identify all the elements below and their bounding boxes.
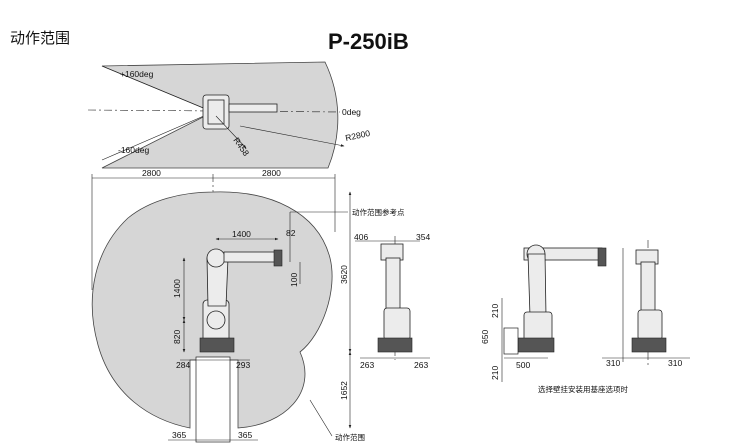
radius-outer-line [239, 125, 345, 147]
side-view: 2800 2800 动作范围参考点 1400 82 100 1400 820 2… [91, 168, 405, 443]
wall-mount-side-view: 210 650 210 500 选择壁挂安装用基座选项时 [480, 244, 628, 394]
base-right-label: 293 [236, 360, 250, 370]
front-view-foot [377, 337, 413, 353]
model-name: P-250iB [328, 29, 409, 54]
base-left-label: 284 [176, 360, 190, 370]
wall-dim-bottom-label: 210 [490, 366, 500, 380]
wall-front-base [637, 309, 663, 341]
wall-dim-right-label: 310 [668, 358, 682, 368]
base-height-label: 820 [172, 330, 182, 344]
front-right-offset-label: 354 [416, 232, 430, 242]
wall-front-foot [631, 337, 667, 353]
front-base-left-label: 263 [360, 360, 374, 370]
page-title: 动作范围 [10, 29, 71, 47]
pedestal-right-label: 365 [238, 430, 252, 440]
wall-side-wrist [597, 247, 607, 267]
wall-dim-left-label: 310 [606, 358, 620, 368]
wall-mount-caption: 选择壁挂安装用基座选项时 [538, 384, 628, 394]
wrist-offset-label: 82 [286, 228, 296, 238]
pedestal-left-label: 365 [172, 430, 186, 440]
angle-negative-label: -160deg [118, 145, 149, 155]
wall-dim-width-label: 500 [516, 360, 530, 370]
front-view-arm [385, 257, 401, 311]
wall-front-arm [640, 261, 656, 313]
width-left-label: 2800 [142, 168, 161, 178]
wall-side-foot [517, 337, 555, 353]
pedestal [195, 356, 231, 443]
depth-below-label: 1652 [339, 381, 349, 400]
side-view-forearm [223, 251, 277, 263]
front-base-right-label: 263 [414, 360, 428, 370]
width-right-label: 2800 [262, 168, 281, 178]
height-above-label: 3620 [339, 265, 349, 284]
arm-length-label: 1400 [232, 229, 251, 239]
wall-side-base [523, 311, 553, 343]
range-label: 动作范围 [335, 432, 365, 442]
reference-point-label: 动作范围参考点 [352, 207, 405, 217]
front-left-offset-label: 406 [354, 232, 368, 242]
angle-positive-label: +160deg [120, 69, 154, 79]
side-view-robot-foot [199, 337, 235, 353]
angle-zero-label: 0deg [342, 107, 361, 117]
wall-dim-top-label: 210 [490, 304, 500, 318]
radius-inner-line [215, 115, 247, 149]
wall-bracket [503, 327, 519, 355]
top-view: +160deg 0deg -160deg R458 R2800 [87, 61, 371, 169]
side-view-wrist [273, 249, 283, 267]
wall-side-upper-arm [527, 253, 547, 317]
wall-dim-mid-label: 650 [480, 330, 490, 344]
front-view: 406 354 263 263 [354, 232, 430, 370]
wrist-drop-label: 100 [289, 273, 299, 287]
upper-arm-length-label: 1400 [172, 279, 182, 298]
top-view-robot-arm [228, 103, 278, 113]
wall-mount-front-view: 310 310 [602, 240, 690, 368]
radius-outer-label: R2800 [344, 128, 371, 143]
front-view-base [383, 307, 411, 341]
